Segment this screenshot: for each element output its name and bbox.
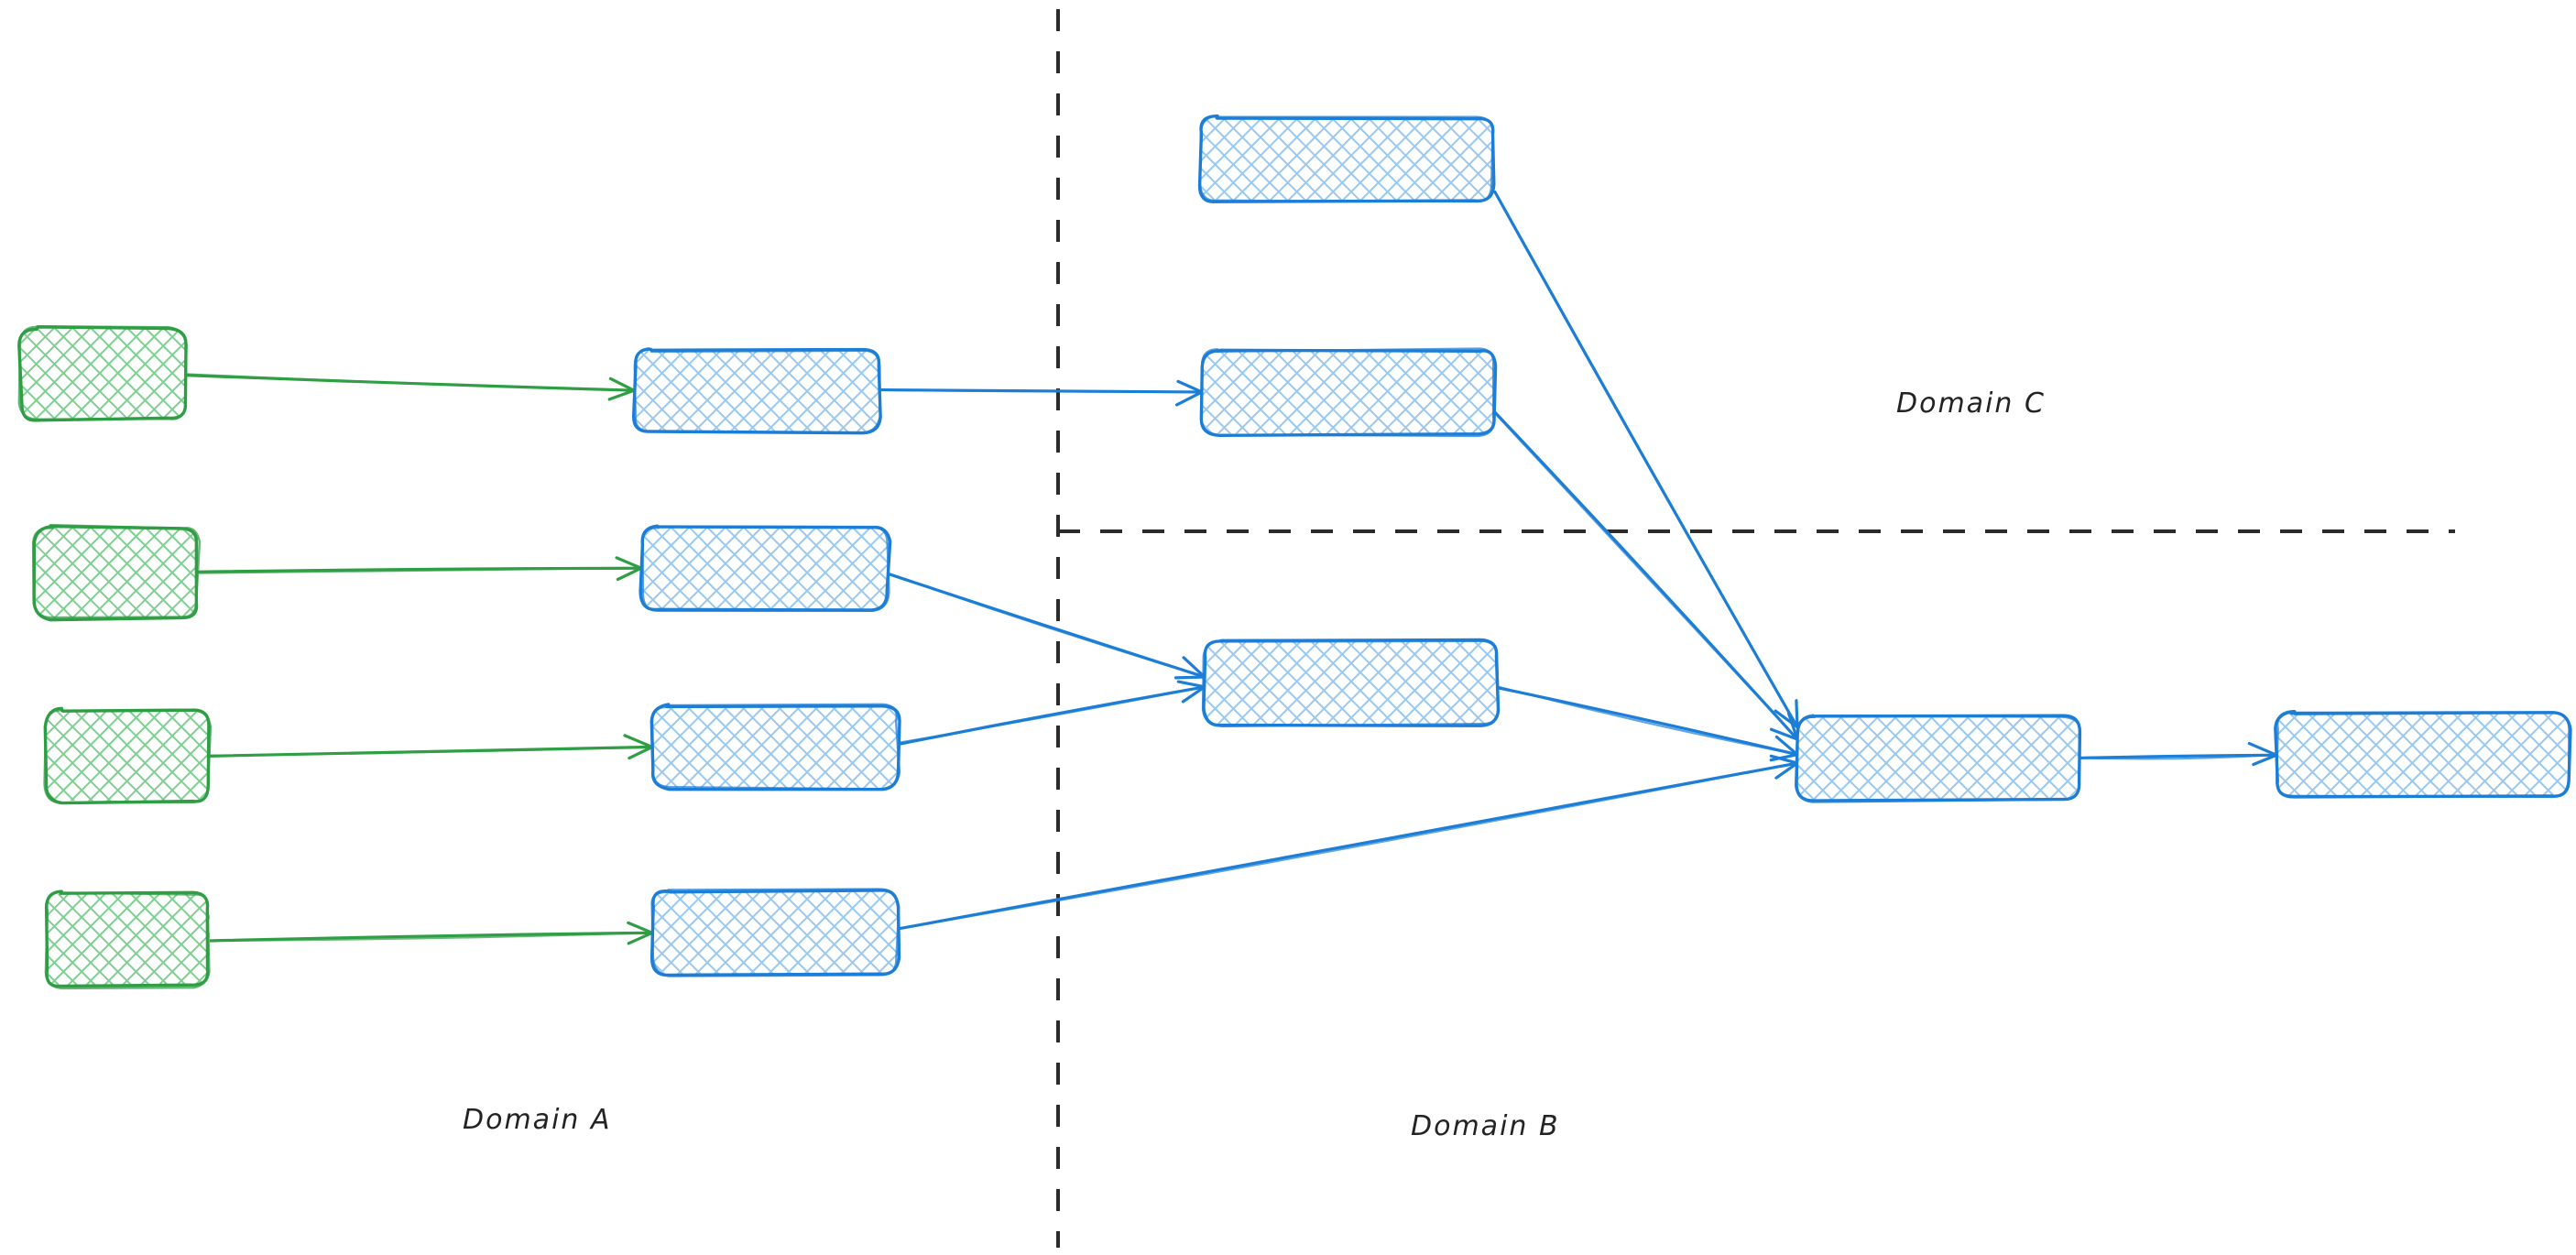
- node-fill: [640, 527, 889, 610]
- node-outline: [2275, 709, 2571, 799]
- arrowhead-stroke: [627, 931, 654, 945]
- node-d1[interactable]: [1794, 714, 2082, 803]
- node-outline: [1794, 714, 2081, 803]
- edge-line: [1497, 685, 1796, 755]
- node-outline: [1201, 639, 1501, 727]
- node-outline: [43, 709, 213, 804]
- node-fill: [34, 526, 198, 619]
- node-layer: [17, 114, 2572, 990]
- edge-line: [896, 686, 1203, 744]
- node-a2[interactable]: [31, 523, 202, 622]
- arrowhead-stroke: [1774, 761, 1799, 780]
- edge-c3-to-d1: [1494, 685, 1799, 762]
- node-outline: [17, 325, 188, 420]
- edge-d1-to-d2: [2077, 741, 2278, 767]
- edge-line: [895, 762, 1796, 931]
- node-c3[interactable]: [1201, 638, 1501, 727]
- node-outline: [650, 703, 901, 791]
- edge-a4-to-b4: [208, 921, 654, 945]
- edge-line: [878, 388, 1199, 393]
- arrowhead-stroke: [1769, 754, 1799, 765]
- edge-b4-to-d1: [895, 754, 1799, 931]
- node-fill: [1205, 640, 1499, 726]
- node-b4[interactable]: [649, 888, 901, 977]
- edge-a3-to-b3: [206, 734, 654, 760]
- edge-line: [2079, 754, 2274, 760]
- arrowhead-stroke: [1769, 727, 1799, 741]
- edge-line: [206, 746, 650, 757]
- edge-b3-to-c3: [896, 680, 1206, 747]
- node-fill: [2276, 711, 2570, 799]
- node-fill: [47, 709, 210, 802]
- arrowhead-stroke: [628, 745, 654, 760]
- edge-line: [2077, 753, 2275, 760]
- edge-line: [889, 573, 1203, 677]
- domain-label-b: Domain B: [1411, 1110, 1560, 1142]
- arrowhead-stroke: [627, 921, 654, 934]
- edge-a1-to-b1: [184, 373, 636, 401]
- node-outline: [44, 889, 211, 990]
- edge-line: [1493, 190, 1797, 726]
- edge-line: [196, 567, 639, 574]
- node-outline: [31, 523, 202, 619]
- node-outline: [32, 524, 199, 622]
- node-fill: [1796, 715, 2080, 802]
- arrowhead-stroke: [1176, 680, 1206, 689]
- edge-line: [896, 762, 1796, 931]
- node-b3[interactable]: [649, 703, 901, 791]
- node-fill: [1201, 348, 1496, 435]
- arrowhead-stroke: [607, 388, 636, 401]
- node-outline: [633, 347, 881, 434]
- node-a4[interactable]: [44, 889, 211, 990]
- arrowhead-stroke: [1174, 390, 1204, 407]
- edge-a2-to-b2: [194, 556, 643, 582]
- arrowhead-stroke: [1786, 712, 1799, 741]
- arrowhead-stroke: [1181, 685, 1206, 704]
- arrowhead-stroke: [1795, 699, 1799, 729]
- edge-layer: [184, 190, 2278, 945]
- arrowhead-stroke: [2247, 741, 2278, 757]
- arrowhead-stroke: [1774, 735, 1799, 757]
- node-fill: [1200, 116, 1494, 203]
- node-outline: [641, 525, 890, 612]
- edge-c2-to-d1: [1493, 410, 1799, 741]
- node-outline: [650, 888, 901, 977]
- node-b2[interactable]: [639, 524, 892, 612]
- edge-line: [208, 932, 649, 942]
- arrowhead-stroke: [1173, 675, 1206, 680]
- node-fill: [651, 889, 899, 976]
- edge-line: [184, 373, 632, 392]
- arrowhead-stroke: [615, 556, 643, 570]
- node-outline: [1198, 114, 1494, 203]
- arrowhead-stroke: [623, 734, 654, 749]
- arrowhead-stroke: [1182, 656, 1206, 679]
- node-d2[interactable]: [2274, 709, 2572, 799]
- node-fill: [45, 892, 211, 988]
- node-outline: [1199, 347, 1495, 438]
- node-fill: [633, 349, 880, 433]
- node-c1[interactable]: [1197, 114, 1496, 203]
- arrowhead-stroke: [2252, 753, 2278, 767]
- node-c2[interactable]: [1199, 347, 1498, 438]
- edge-b1-to-c2: [878, 379, 1204, 407]
- arrowhead-stroke: [1769, 753, 1799, 762]
- node-b1[interactable]: [632, 347, 882, 435]
- arrowhead-stroke: [608, 376, 636, 392]
- divider-layer: [1056, 9, 2455, 1248]
- edge-line: [208, 931, 650, 943]
- domain-label-c: Domain C: [1896, 387, 2046, 420]
- node-a3[interactable]: [43, 706, 213, 805]
- arrowhead-stroke: [616, 566, 643, 582]
- edge-line: [1493, 411, 1796, 738]
- edge-b2-to-c3: [888, 573, 1206, 680]
- node-fill: [651, 704, 900, 789]
- node-fill: [19, 327, 186, 420]
- arrowhead-stroke: [1176, 379, 1204, 394]
- domain-label-a: Domain A: [463, 1104, 612, 1136]
- node-a1[interactable]: [17, 325, 188, 422]
